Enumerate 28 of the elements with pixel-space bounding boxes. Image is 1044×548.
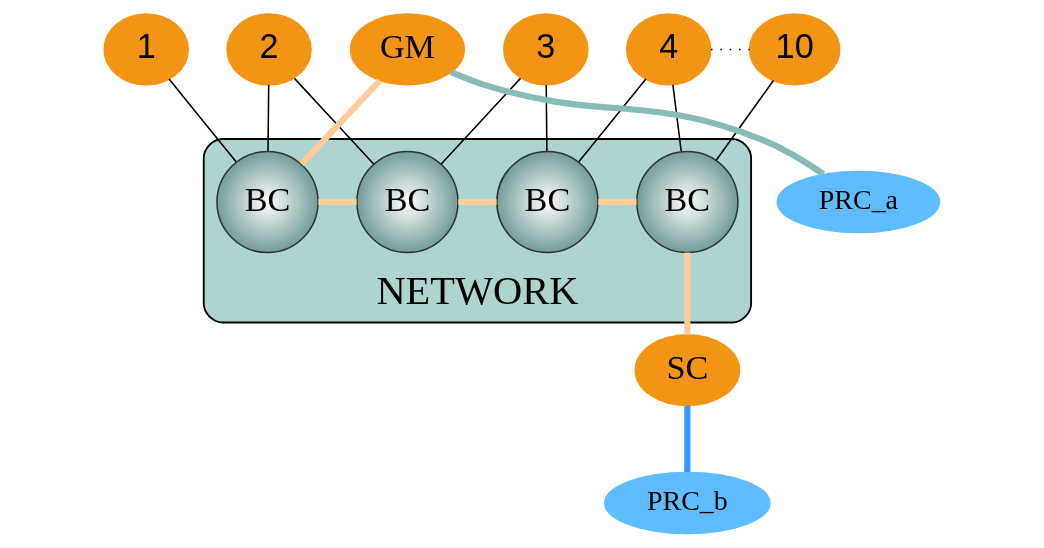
connector: [299, 78, 383, 167]
node-ellipse: 10: [748, 13, 841, 86]
node-ellipse: SC: [634, 333, 741, 407]
node-ellipse: 2: [226, 13, 312, 86]
node-ellipse: GM: [349, 13, 466, 86]
node-circle: BC: [216, 150, 319, 254]
connector: [684, 405, 691, 472]
connector: [293, 77, 375, 165]
node-ellipse: PRC_a: [776, 170, 941, 234]
connector: [267, 84, 270, 153]
connector: [684, 252, 691, 335]
connector: [440, 77, 522, 165]
connector: [449, 69, 826, 177]
connector: [458, 198, 497, 206]
node-ellipse: 1: [103, 13, 189, 86]
connector: [598, 198, 637, 206]
connector: [545, 84, 548, 153]
connector: [715, 79, 775, 161]
node-circle: BC: [496, 150, 599, 254]
node-ellipse: 4: [625, 13, 712, 86]
connector: [318, 198, 357, 206]
node-ellipse: PRC_b: [604, 471, 771, 535]
connector: [672, 84, 682, 153]
node-circle: BC: [636, 150, 739, 254]
node-ellipse: 3: [503, 13, 589, 86]
connector: [168, 78, 237, 163]
node-circle: BC: [356, 150, 459, 254]
connector: [578, 78, 647, 163]
